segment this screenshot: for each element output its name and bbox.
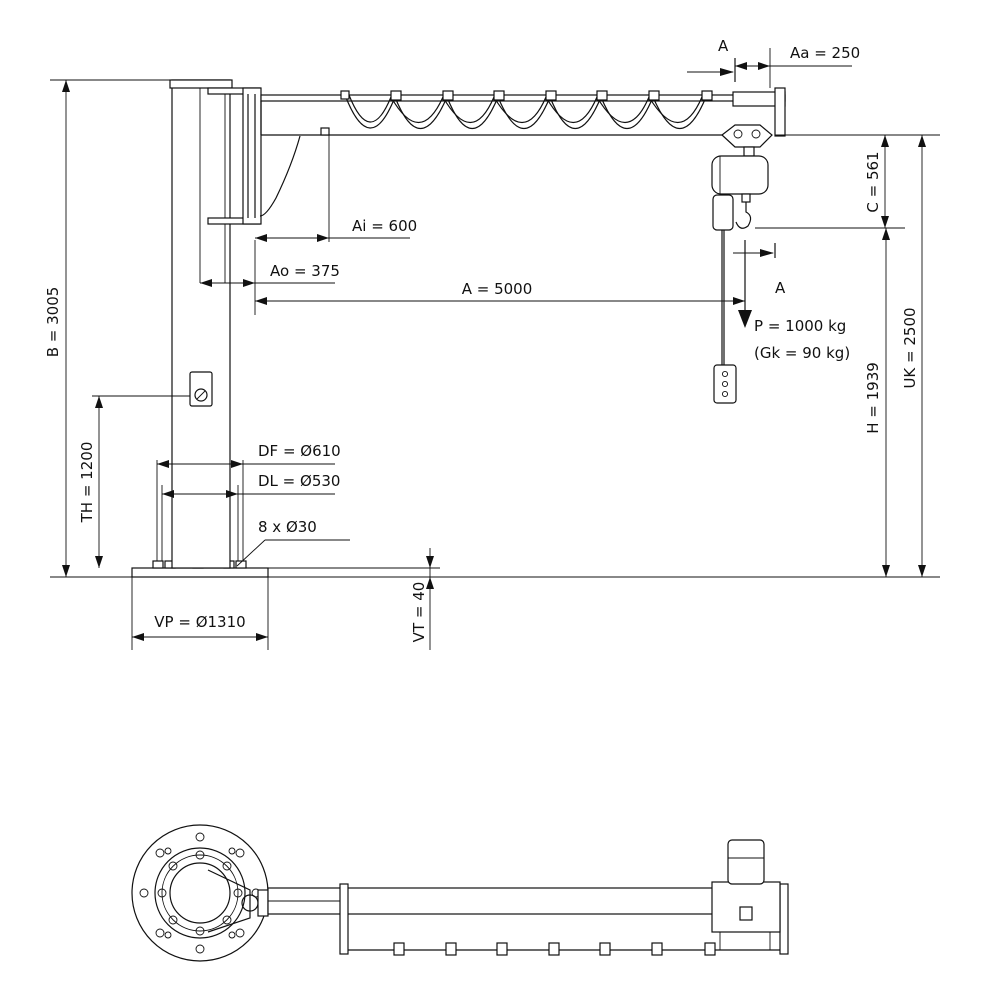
plan-view bbox=[131, 824, 789, 962]
column bbox=[171, 79, 231, 569]
dimension-labels: B = 3005 TH = 1200 DF = Ø610 DL = Ø530 8… bbox=[44, 37, 919, 642]
side-elevation bbox=[50, 58, 940, 578]
dim-uk: UK = 2500 bbox=[901, 307, 919, 388]
switch-box bbox=[189, 371, 213, 407]
dim-b: B = 3005 bbox=[44, 287, 62, 358]
dim-ao: Ao = 375 bbox=[270, 262, 340, 280]
dim-df: DF = Ø610 bbox=[258, 442, 341, 460]
plan-flange bbox=[154, 847, 246, 939]
jib-boom bbox=[259, 87, 940, 217]
plan-bracket bbox=[207, 869, 251, 933]
dim-aa: Aa = 250 bbox=[790, 44, 860, 62]
dim-th: TH = 1200 bbox=[78, 442, 96, 524]
dim-a: A = 5000 bbox=[462, 280, 533, 298]
dim-c: C = 561 bbox=[864, 151, 882, 212]
dim-ai: Ai = 600 bbox=[352, 217, 417, 235]
load-arrow bbox=[738, 240, 752, 328]
plan-hoist bbox=[711, 839, 781, 950]
dim-h: H = 1939 bbox=[864, 362, 882, 434]
dim-dl: DL = Ø530 bbox=[258, 472, 340, 490]
plan-boom bbox=[267, 887, 781, 915]
base-plate bbox=[131, 567, 269, 578]
plan-cable-trolleys bbox=[393, 942, 716, 956]
dimension-lines bbox=[62, 48, 926, 650]
dim-bolts: 8 x Ø30 bbox=[258, 518, 317, 536]
load-p-label: P = 1000 kg bbox=[754, 317, 846, 335]
dim-vt: VT = 40 bbox=[410, 582, 428, 643]
section-mark-top: A bbox=[718, 37, 729, 55]
festoon-cable bbox=[340, 90, 713, 129]
section-line-a bbox=[687, 58, 776, 258]
plan-base-plate bbox=[131, 824, 269, 962]
plan-flange-holes bbox=[157, 850, 243, 936]
load-gk-label: (Gk = 90 kg) bbox=[754, 344, 850, 362]
plan-column bbox=[169, 862, 231, 924]
section-mark-bottom: A bbox=[775, 279, 786, 297]
column-cap bbox=[169, 79, 233, 89]
slewing-bracket bbox=[207, 87, 262, 225]
chain-hoist bbox=[711, 124, 773, 404]
dim-vp: VP = Ø1310 bbox=[154, 613, 245, 631]
